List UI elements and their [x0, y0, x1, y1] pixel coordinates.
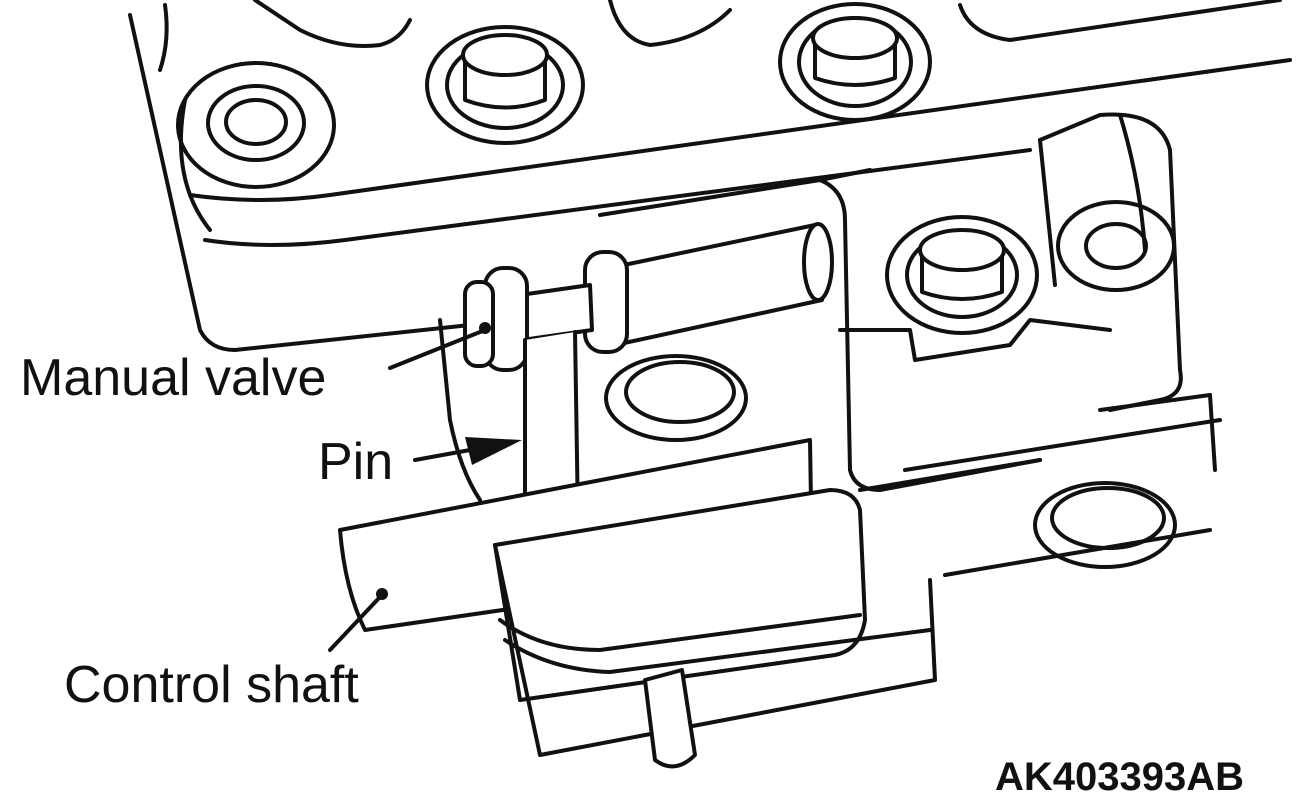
valve-body-casting [128, 0, 1292, 577]
bolt-middle-right [885, 215, 1039, 335]
leader-control-shaft [328, 588, 388, 652]
bolt-hole-left [176, 61, 336, 189]
bolt-hole-right [1056, 200, 1176, 292]
figure-code: AK403393AB [995, 755, 1245, 799]
bolt-top-right [778, 2, 932, 122]
oil-port-center [604, 354, 748, 442]
leader-pin [413, 437, 522, 465]
pin-label: Pin [318, 433, 394, 491]
oil-port-right [1033, 481, 1177, 569]
manual-valve-spool [463, 222, 834, 372]
bolt-top-center [425, 25, 585, 145]
control-lever [493, 488, 937, 769]
manual-valve-label: Manual valve [20, 349, 327, 407]
leader-manual-valve [388, 322, 491, 370]
valve-housing [438, 168, 1112, 502]
control-shaft-label: Control shaft [64, 656, 359, 714]
